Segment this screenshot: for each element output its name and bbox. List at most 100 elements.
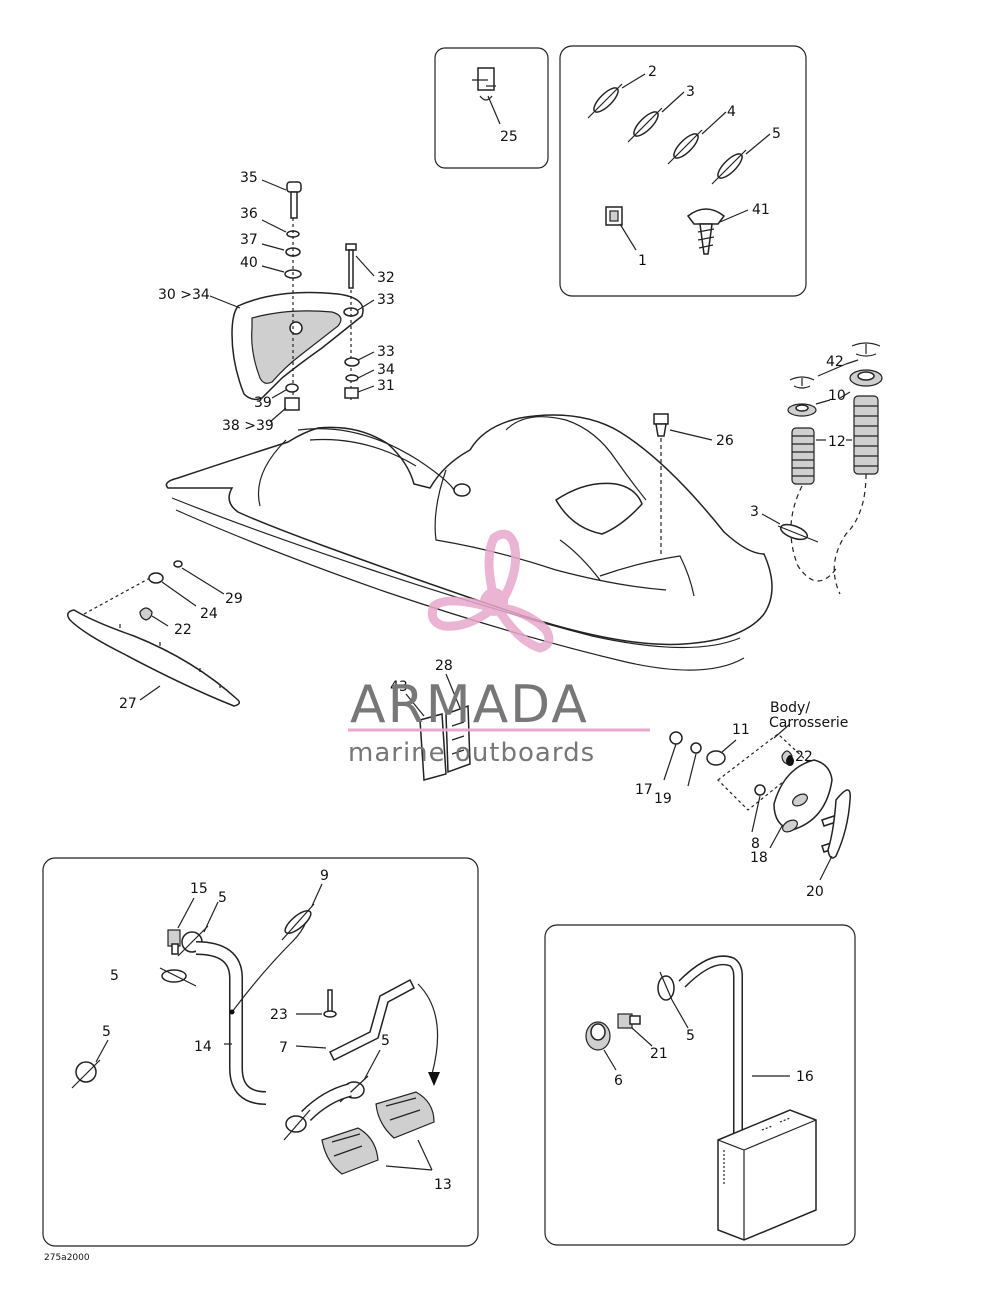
fitting-15 bbox=[167, 929, 181, 955]
callout-24: 24 bbox=[200, 606, 218, 622]
strap-7 bbox=[328, 978, 415, 1062]
callout-5e: 5 bbox=[686, 1028, 695, 1044]
vent-tube-16 bbox=[678, 955, 743, 1186]
body-label-line2: Carrosserie bbox=[769, 715, 848, 731]
callout-27: 27 bbox=[119, 696, 137, 712]
inset-box-hoses bbox=[42, 857, 479, 1247]
clip-3b bbox=[777, 523, 819, 543]
callout-15: 15 bbox=[190, 881, 208, 897]
cover-18 bbox=[773, 759, 833, 833]
callout-31: 31 bbox=[377, 378, 395, 394]
part-41-screw bbox=[686, 208, 726, 255]
callout-5: 5 bbox=[772, 126, 781, 142]
drawing-code: 275a2000 bbox=[44, 1253, 90, 1263]
callout-38-39: 38 >39 bbox=[222, 418, 274, 434]
callout-3b: 3 bbox=[750, 504, 759, 520]
watermark-brand: ARMADA bbox=[350, 675, 589, 735]
clip-3 bbox=[627, 107, 663, 143]
inset-box-25 bbox=[434, 47, 549, 169]
cap-42-right bbox=[851, 342, 881, 357]
washer-24 bbox=[148, 572, 164, 584]
washer-34 bbox=[345, 374, 359, 382]
plate-11 bbox=[706, 750, 726, 766]
inset-box-clips bbox=[559, 45, 807, 297]
callout-14: 14 bbox=[194, 1039, 212, 1055]
callout-30-34: 30 >34 bbox=[158, 287, 210, 303]
callout-9: 9 bbox=[320, 868, 329, 884]
callout-25: 25 bbox=[500, 129, 518, 145]
callout-3: 3 bbox=[686, 84, 695, 100]
hose-left bbox=[78, 990, 170, 1106]
callout-29: 29 bbox=[225, 591, 243, 607]
callout-33: 33 bbox=[377, 292, 395, 308]
callout-21: 21 bbox=[650, 1046, 668, 1062]
clip-5f bbox=[657, 971, 675, 1001]
seat-handle-30-34 bbox=[231, 291, 364, 401]
clip-2 bbox=[587, 83, 623, 119]
callout-10: 10 bbox=[828, 388, 846, 404]
nut-38-39 bbox=[284, 397, 300, 411]
callout-19: 19 bbox=[654, 791, 672, 807]
bellows-12-left bbox=[791, 427, 815, 485]
plug-26 bbox=[653, 413, 669, 437]
callout-36: 36 bbox=[240, 206, 258, 222]
hose-mid bbox=[301, 1083, 352, 1122]
callout-5a: 5 bbox=[218, 890, 227, 906]
callout-7: 7 bbox=[279, 1040, 288, 1056]
nut-31 bbox=[344, 387, 359, 399]
watermark-tagline: marine outboards bbox=[348, 738, 595, 768]
rivet-22 bbox=[139, 607, 153, 621]
hose-14 bbox=[195, 941, 267, 1105]
grommet-10-left bbox=[787, 403, 817, 417]
callout-13: 13 bbox=[434, 1177, 452, 1193]
drop-icon bbox=[786, 755, 794, 766]
washer-8 bbox=[754, 784, 766, 796]
callout-35: 35 bbox=[240, 170, 258, 186]
washer-17 bbox=[669, 731, 683, 745]
inset-box-battery-vent bbox=[544, 924, 856, 1246]
callout-40: 40 bbox=[240, 255, 258, 271]
part-1-nut bbox=[605, 206, 623, 226]
filter-13-a bbox=[375, 1091, 435, 1139]
callout-1: 1 bbox=[638, 253, 647, 269]
clip-5 bbox=[711, 149, 747, 185]
callout-28: 28 bbox=[435, 658, 453, 674]
callout-4: 4 bbox=[727, 104, 736, 120]
callout-5b: 5 bbox=[110, 968, 119, 984]
washer-19 bbox=[690, 742, 702, 754]
callout-39: 39 bbox=[254, 395, 272, 411]
fitting-21 bbox=[617, 1013, 641, 1029]
callout-20: 20 bbox=[806, 884, 824, 900]
callout-8: 8 bbox=[751, 836, 760, 852]
cap-42-left bbox=[789, 376, 815, 389]
callout-33b: 33 bbox=[377, 344, 395, 360]
body-label-line1: Body/ bbox=[770, 700, 810, 716]
nut-29 bbox=[173, 560, 183, 568]
grommet-10-right bbox=[849, 369, 883, 387]
callout-34: 34 bbox=[377, 362, 395, 378]
washer-39 bbox=[285, 383, 299, 393]
filter-13-b bbox=[321, 1127, 379, 1175]
watercraft-body bbox=[165, 414, 773, 671]
bolt-35 bbox=[286, 181, 302, 219]
rivet-23 bbox=[323, 989, 337, 1018]
callout-22b: 22 bbox=[795, 749, 813, 765]
clip-9 bbox=[281, 903, 315, 941]
callout-5c: 5 bbox=[102, 1024, 111, 1040]
callout-23: 23 bbox=[270, 1007, 288, 1023]
callout-6: 6 bbox=[614, 1073, 623, 1089]
callout-41: 41 bbox=[752, 202, 770, 218]
washer-33b bbox=[344, 357, 360, 367]
armada-propeller-logo bbox=[427, 529, 554, 653]
callout-26: 26 bbox=[716, 433, 734, 449]
cap-6 bbox=[585, 1021, 611, 1051]
callout-17: 17 bbox=[635, 782, 653, 798]
clip-5e bbox=[283, 1109, 311, 1141]
rub-rail-27 bbox=[67, 609, 241, 707]
callout-22: 22 bbox=[174, 622, 192, 638]
bracket-28 bbox=[445, 704, 471, 774]
clip-4 bbox=[667, 129, 703, 165]
clip-5c bbox=[71, 1059, 101, 1089]
callout-37: 37 bbox=[240, 232, 258, 248]
